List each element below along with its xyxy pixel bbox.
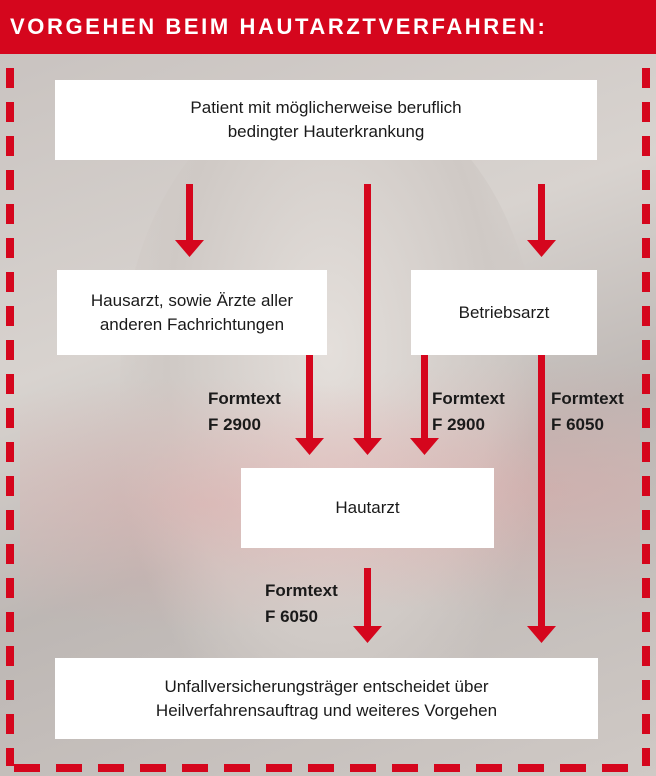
arrow-hautarzt-to-uv: [353, 568, 382, 643]
arrow-betriebsarzt-to-hautarzt: [410, 348, 439, 455]
node-hausarzt-line2: anderen Fachrichtungen: [99, 314, 285, 334]
dashed-border: [6, 68, 650, 772]
edge-label-betriebsarzt-to-uv: Formtext F 6050: [551, 386, 624, 438]
node-uv-traeger: Unfallversicherungsträger entscheidet üb…: [55, 658, 598, 739]
node-uv-traeger-line1: Unfallversicherungsträger entscheidet üb…: [164, 676, 489, 696]
arrow-betriebsarzt-to-uv: [527, 348, 556, 643]
edge-label-line1: Formtext: [208, 389, 281, 408]
arrow-hausarzt-to-hautarzt: [295, 348, 324, 455]
node-hautarzt: Hautarzt: [241, 468, 494, 548]
edge-label-line2: F 6050: [265, 607, 318, 626]
edge-label-line2: F 6050: [551, 415, 604, 434]
node-hausarzt: Hausarzt, sowie Ärzte aller anderen Fach…: [57, 270, 327, 355]
arrow-patient-to-betriebsarzt: [527, 184, 556, 257]
edge-label-line1: Formtext: [432, 389, 505, 408]
node-betriebsarzt: Betriebsarzt: [411, 270, 597, 355]
diagram-title: VORGEHEN BEIM HAUTARZTVERFAHREN:: [0, 0, 656, 54]
edge-label-line2: F 2900: [208, 415, 261, 434]
edge-label-hausarzt-to-hautarzt: Formtext F 2900: [208, 386, 281, 438]
edge-label-line2: F 2900: [432, 415, 485, 434]
edge-label-line1: Formtext: [265, 581, 338, 600]
node-betriebsarzt-line1: Betriebsarzt: [458, 302, 550, 322]
node-hausarzt-line1: Hausarzt, sowie Ärzte aller: [90, 290, 294, 310]
node-patient-line1: Patient mit möglicherweise beruflich: [190, 98, 462, 117]
edge-label-line1: Formtext: [551, 389, 624, 408]
node-hautarzt-line1: Hautarzt: [335, 498, 400, 517]
edge-label-hautarzt-to-uv: Formtext F 6050: [265, 578, 338, 630]
edge-label-betriebsarzt-to-hautarzt: Formtext F 2900: [432, 386, 505, 438]
node-patient-line2: bedingter Hauterkrankung: [227, 122, 425, 141]
arrow-patient-to-hausarzt: [175, 184, 204, 257]
arrow-patient-to-hautarzt: [353, 184, 382, 455]
node-uv-traeger-line2: Heilverfahrensauftrag und weiteres Vorge…: [155, 700, 498, 720]
diagram-connectors: [6, 68, 650, 772]
node-patient: Patient mit möglicherweise beruflich bed…: [55, 80, 597, 160]
